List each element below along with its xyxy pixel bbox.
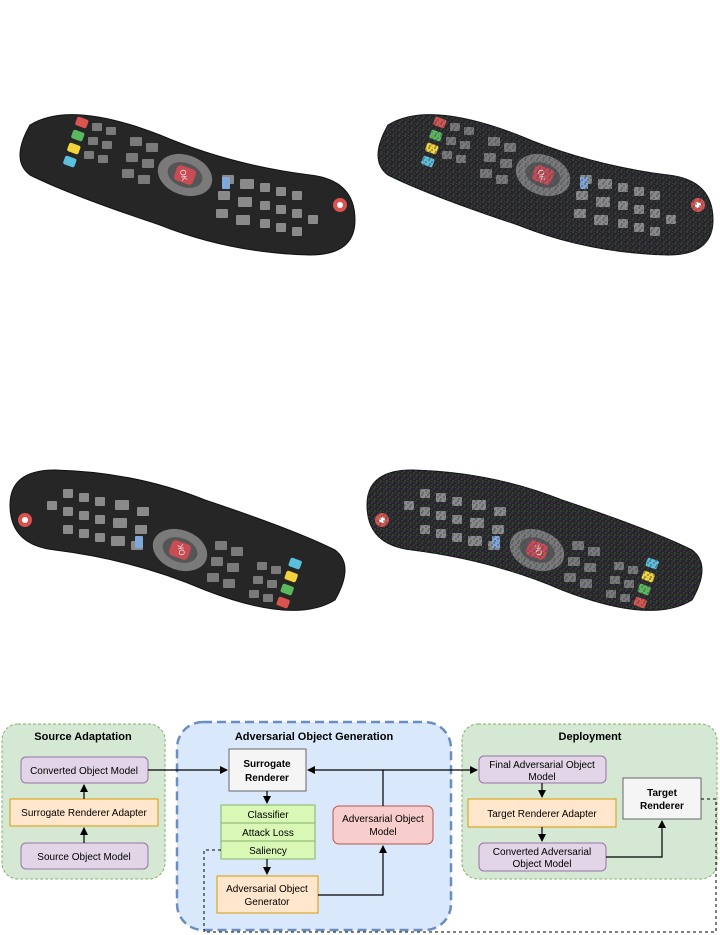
target-renderer-label-1: Target bbox=[647, 788, 677, 799]
surrogate-renderer-label-1: Surrogate bbox=[243, 759, 291, 770]
surrogate-renderer-label-2: Renderer bbox=[245, 773, 289, 784]
remote-adversarial-top bbox=[377, 114, 714, 256]
source-object-model-label: Source Object Model bbox=[37, 852, 130, 863]
adversarial-object-model-label-1: Adversarial Object bbox=[342, 814, 424, 825]
converted-adversarial-object-model-label-2: Object Model bbox=[513, 859, 572, 870]
connectors bbox=[80, 766, 666, 896]
deployment-title: Deployment bbox=[559, 731, 622, 743]
saliency-label: Saliency bbox=[249, 846, 287, 857]
adversarial-object-generator-label-2: Generator bbox=[244, 897, 290, 908]
target-renderer-node bbox=[622, 777, 702, 820]
final-adversarial-object-model-label-2: Model bbox=[528, 772, 555, 783]
adversarial-object-generator-label-1: Adversarial Object bbox=[226, 884, 308, 895]
pipeline-diagram: Source Adaptation Adversarial Object Gen… bbox=[1, 720, 718, 933]
target-renderer-adapter-label: Target Renderer Adapter bbox=[487, 809, 597, 820]
dashed-feedback-line bbox=[203, 798, 717, 933]
source-adaptation-title: Source Adaptation bbox=[34, 731, 132, 743]
final-adversarial-object-model-label-1: Final Adversarial Object bbox=[489, 760, 595, 771]
remote-adversarial-bottom bbox=[366, 469, 703, 611]
adversarial-object-model-node bbox=[332, 805, 434, 845]
adversarial-object-model-label-2: Model bbox=[369, 827, 396, 838]
target-renderer-label-2: Renderer bbox=[640, 801, 684, 812]
remote-clean-bottom bbox=[9, 469, 346, 611]
classifier-label: Classifier bbox=[247, 810, 289, 821]
surrogate-renderer-adapter-node bbox=[9, 798, 159, 827]
target-renderer-adapter-node bbox=[467, 798, 617, 828]
adversarial-generation-title: Adversarial Object Generation bbox=[235, 731, 394, 743]
converted-object-model-label: Converted Object Model bbox=[30, 766, 138, 777]
surrogate-renderer-node bbox=[228, 748, 307, 792]
remote-clean-top bbox=[19, 114, 356, 256]
attack-loss-label: Attack Loss bbox=[242, 828, 294, 839]
converted-adversarial-object-model-label-1: Converted Adversarial bbox=[493, 847, 591, 858]
remote-images: OK bbox=[9, 114, 714, 611]
surrogate-renderer-adapter-label: Surrogate Renderer Adapter bbox=[21, 808, 147, 819]
